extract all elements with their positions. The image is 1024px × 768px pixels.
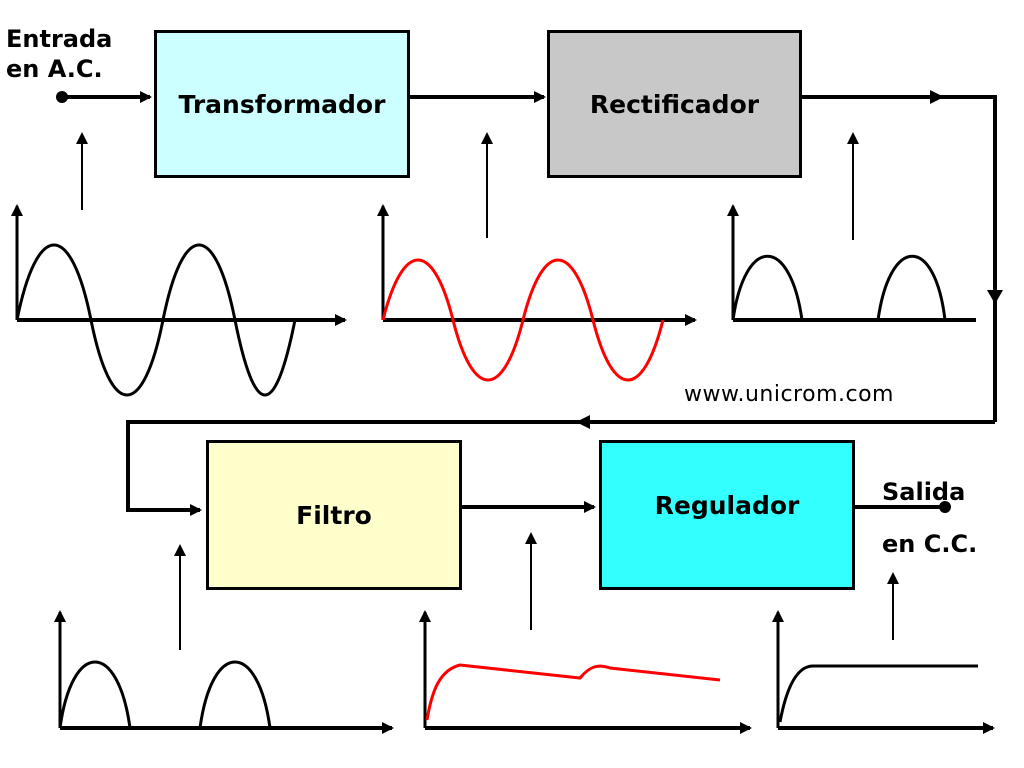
sine-trace <box>381 258 665 382</box>
output-label-line2: en C.C. <box>882 530 978 558</box>
rectifier-label: Rectificador <box>589 89 760 119</box>
sine-trace <box>15 243 297 397</box>
pointer-arrows <box>76 132 899 650</box>
line-return-to-filter <box>126 420 995 516</box>
filter-block: Filtro <box>206 440 462 590</box>
input-label-line2: en A.C. <box>6 55 103 83</box>
line-rectifier-to-right-edge <box>802 95 997 422</box>
output-label-line1: Salida <box>882 478 966 506</box>
input-label: Entrada en A.C. <box>6 24 112 84</box>
waveform-rectified <box>727 204 976 322</box>
waveform-transformed-ac <box>377 204 697 382</box>
arrowhead-return-left <box>576 415 590 429</box>
waveform-regulated <box>772 610 995 734</box>
arrowhead-right-down <box>987 290 1003 304</box>
output-label: Salida en C.C. <box>882 466 977 570</box>
regulator-label: Regulador <box>654 491 800 520</box>
waveform-filtered <box>419 610 752 734</box>
waveform-input-ac <box>11 204 347 397</box>
website-credit: www.unicrom.com <box>684 382 894 407</box>
transformer-label: Transformador <box>178 89 386 119</box>
waveform-filter-input <box>54 610 394 734</box>
dc-trace <box>778 664 978 723</box>
rectifier-block: Rectificador <box>547 30 802 178</box>
ripple-trace <box>425 663 721 721</box>
output-terminal <box>939 501 951 513</box>
arrowhead-right-top <box>930 90 944 104</box>
transformer-block: Transformador <box>154 30 410 178</box>
regulator-block: Regulador <box>599 440 855 590</box>
input-label-line1: Entrada <box>6 25 113 53</box>
half-wave-trace <box>58 660 272 729</box>
filter-label: Filtro <box>296 500 372 530</box>
flow-lines <box>56 90 1003 516</box>
half-wave-trace <box>731 255 947 321</box>
